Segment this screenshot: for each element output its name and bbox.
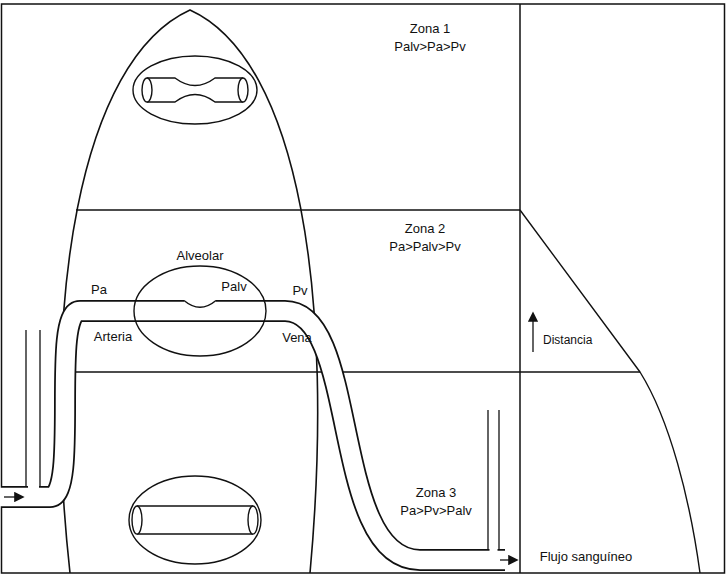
- pressure-label: Palv: [221, 279, 246, 294]
- pressure-relation: Pa>Pv>Palv: [400, 503, 472, 518]
- axis-label: Distancia: [543, 333, 592, 348]
- zone-name: Zona 1: [410, 21, 450, 36]
- manometer-tube: [498, 410, 499, 550]
- flow-curve: [520, 210, 700, 573]
- lung-outline: [60, 10, 317, 573]
- axis-label: Flujo sanguíneo: [540, 549, 633, 564]
- zone-boundary: [76, 209, 520, 210]
- pressure-relation: Pa>Palv>Pv: [389, 239, 461, 254]
- capillary-narrowing: [184, 301, 216, 308]
- inflow-arrow: [4, 496, 22, 497]
- pressure-relation: Palv>Pa>Pv: [394, 39, 466, 54]
- panel-divider: [519, 4, 521, 573]
- manometer-tube: [25, 330, 26, 487]
- artery-tube: [2, 311, 200, 497]
- zone3-capillary: [129, 476, 261, 564]
- part-label: Alveolar: [177, 248, 224, 263]
- outflow-arrow: [500, 559, 516, 560]
- part-label: Arteria: [94, 329, 132, 344]
- zone-name: Zona 3: [416, 485, 456, 500]
- part-label: Vena: [282, 330, 312, 345]
- zone-name: Zona 2: [405, 221, 445, 236]
- pressure-label: Pa: [91, 282, 107, 297]
- pressure-label: Pv: [292, 283, 307, 298]
- alveolus: [134, 266, 266, 356]
- zone-boundary: [58, 371, 640, 372]
- zone1-capillary: [133, 56, 257, 124]
- distance-arrow: [532, 314, 533, 352]
- manometer-tube: [39, 330, 40, 487]
- manometer-tube: [487, 410, 488, 550]
